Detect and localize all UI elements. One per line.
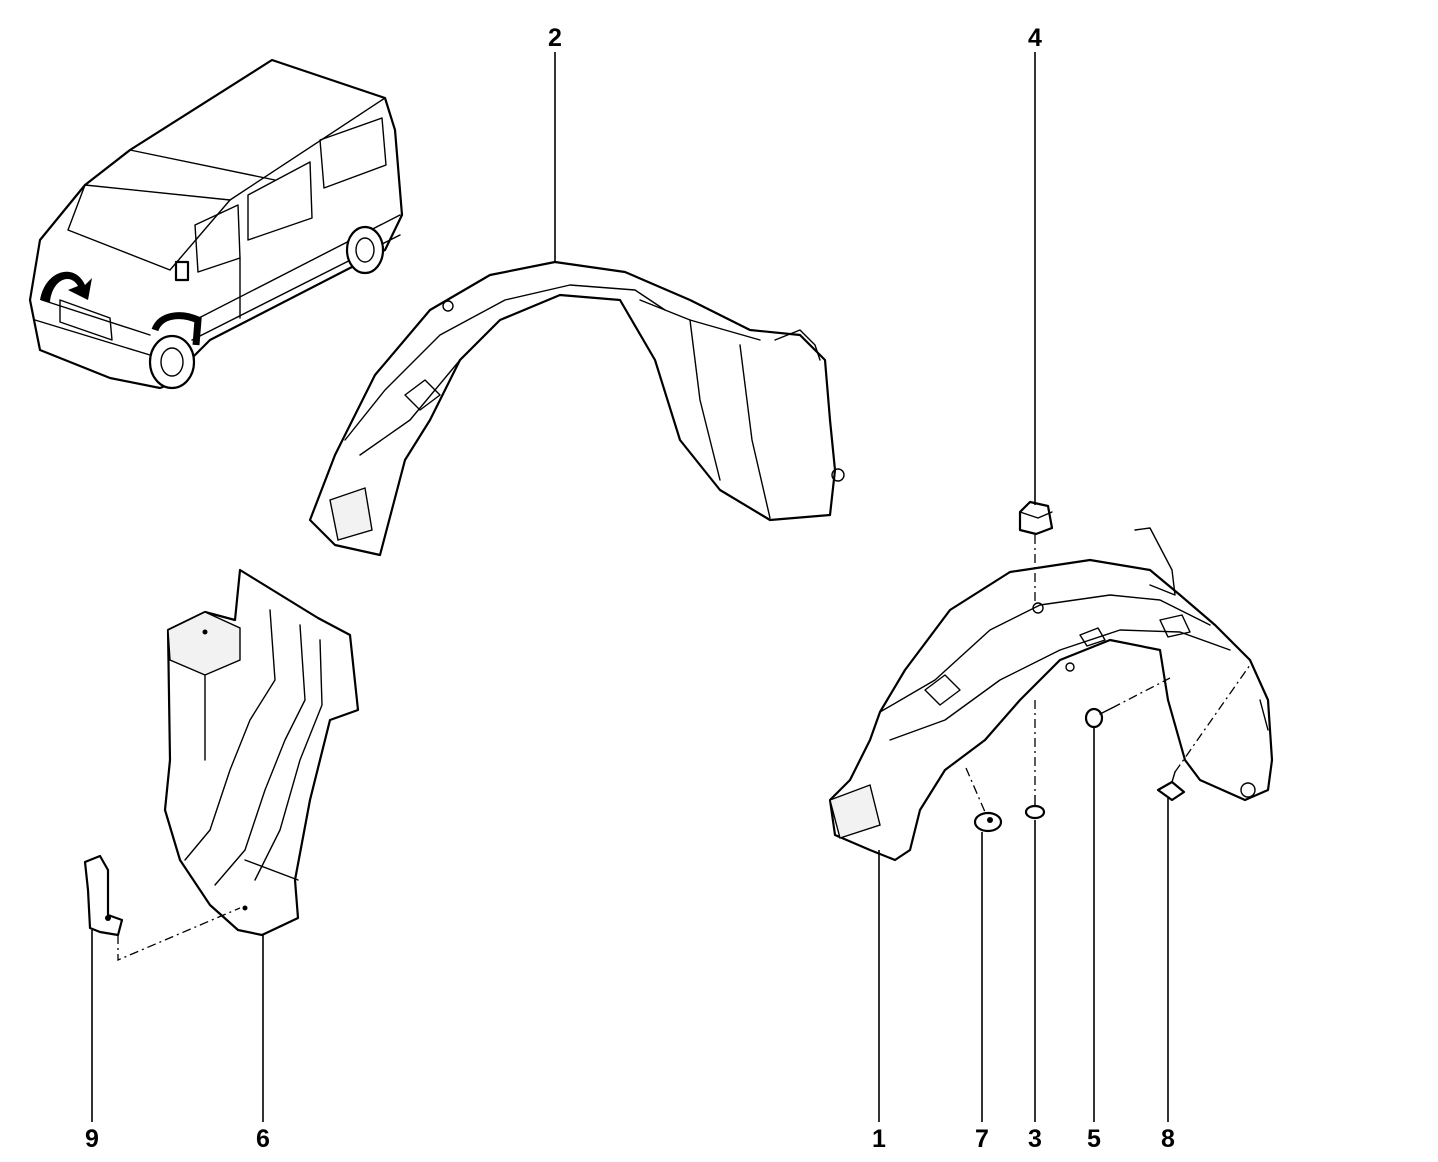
callout-5: 5 bbox=[1087, 1125, 1101, 1153]
callout-1: 1 bbox=[872, 1125, 886, 1153]
callout-labels: 2 4 9 6 1 7 3 5 8 bbox=[85, 24, 1175, 1153]
callout-7: 7 bbox=[975, 1125, 989, 1153]
leader-lines bbox=[91, 52, 1169, 1122]
wheel-arch-liner-part-1 bbox=[828, 527, 1274, 862]
screw-part-5 bbox=[1084, 707, 1113, 729]
wheel-arch-liner-part-2 bbox=[308, 260, 845, 557]
callout-4: 4 bbox=[1028, 24, 1042, 52]
screw-part-3 bbox=[1024, 795, 1046, 820]
callout-2: 2 bbox=[548, 24, 562, 52]
callout-9: 9 bbox=[85, 1125, 99, 1153]
van-locator-illustration bbox=[28, 58, 404, 390]
callout-6: 6 bbox=[256, 1125, 270, 1153]
clip-part-8 bbox=[1156, 771, 1186, 802]
splash-shield-part-6 bbox=[163, 568, 360, 937]
bracket-part-9 bbox=[83, 854, 124, 937]
callout-3: 3 bbox=[1028, 1125, 1042, 1153]
assembly-lines bbox=[117, 535, 1251, 961]
clip-part-7 bbox=[973, 811, 1003, 833]
callout-8: 8 bbox=[1161, 1125, 1175, 1153]
clip-part-4 bbox=[1018, 500, 1054, 536]
